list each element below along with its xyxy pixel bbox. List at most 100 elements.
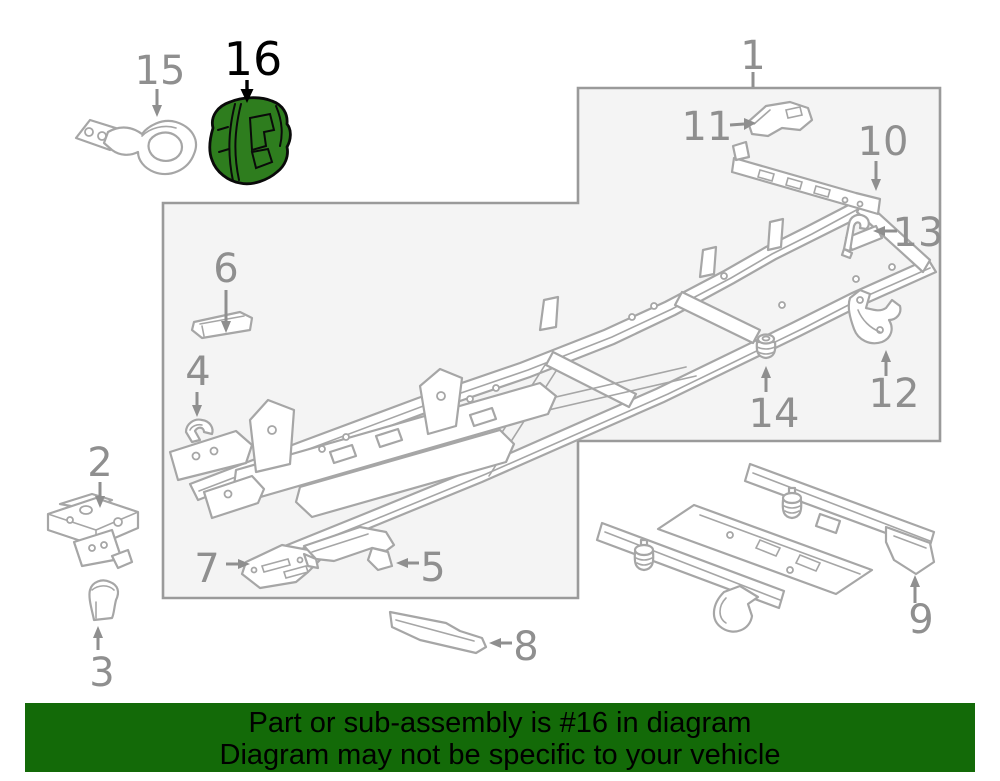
part-9-mount xyxy=(814,512,842,535)
part-7-plate xyxy=(240,543,322,590)
part-16-highlighted xyxy=(208,96,292,186)
part-7-hole xyxy=(296,556,304,564)
part-10-flag xyxy=(731,140,751,162)
part-16-detail xyxy=(217,126,230,153)
callout-12: 12 xyxy=(869,371,920,417)
arrow-to-part-7 xyxy=(226,559,250,569)
part-16-detail xyxy=(275,105,283,147)
frame-hole xyxy=(223,489,233,499)
part-9-bushing xyxy=(781,498,803,520)
callout-1: 1 xyxy=(740,33,765,79)
frame-bracket xyxy=(328,443,358,465)
banner-line-1: Part or sub-assembly is #16 in diagram xyxy=(249,707,752,739)
part-3-bump-stop xyxy=(88,579,120,622)
part-2-hole xyxy=(113,517,123,527)
part-2-hole xyxy=(79,505,93,515)
part-8-detail xyxy=(395,619,475,642)
arrow-to-part-6 xyxy=(221,290,231,333)
callout-7: 7 xyxy=(194,546,219,592)
part-2-hole xyxy=(66,516,74,524)
callout-6: 6 xyxy=(213,246,238,292)
frame-tab xyxy=(538,295,560,332)
part-15-hole xyxy=(84,127,94,137)
frame-hole xyxy=(778,301,786,309)
arrow-to-part-15 xyxy=(152,89,162,117)
arrow-to-part-2 xyxy=(95,482,105,508)
part-4-body xyxy=(184,418,214,444)
part-2-hole xyxy=(88,544,96,552)
frame-hole xyxy=(720,272,728,280)
callout-16: 16 xyxy=(224,32,283,86)
arrow-to-part-8 xyxy=(489,638,512,648)
highlight-banner: Part or sub-assembly is #16 in diagram D… xyxy=(25,703,975,772)
part-6-body xyxy=(190,310,254,340)
part-5-foot xyxy=(366,546,394,572)
part-13-foot xyxy=(840,247,854,260)
frame-tab xyxy=(766,217,785,252)
part-2-hole xyxy=(100,541,108,549)
callout-9: 9 xyxy=(908,597,933,643)
frame-hole xyxy=(342,433,350,441)
part-6-detail xyxy=(199,315,245,337)
part-5-channel xyxy=(302,525,396,572)
part-9-slot xyxy=(754,538,782,558)
part-9-ridge xyxy=(783,505,801,514)
part-8-body xyxy=(388,610,488,655)
part-9-end-bracket xyxy=(884,525,936,576)
part-6-sill xyxy=(190,310,254,340)
part-7-slot xyxy=(260,558,292,573)
part-9-hook xyxy=(712,584,760,633)
callout-4: 4 xyxy=(185,349,210,395)
part-2-foot xyxy=(110,548,134,570)
part-10-slot xyxy=(813,185,831,198)
part-10-hole xyxy=(841,196,849,204)
arrow-to-part-12 xyxy=(881,350,891,376)
callout-10: 10 xyxy=(858,119,909,165)
part-4-clamp xyxy=(184,418,214,444)
arrow-to-part-14 xyxy=(761,366,771,392)
frame-hole xyxy=(436,391,446,401)
frame-front-lower-beam xyxy=(294,428,516,519)
frame-hole xyxy=(628,313,636,321)
arrow-to-part-16 xyxy=(240,80,254,103)
arrow-to-part-11 xyxy=(729,118,756,130)
arrow-to-part-13 xyxy=(873,226,897,236)
callout-15: 15 xyxy=(135,48,186,94)
callout-8: 8 xyxy=(513,624,538,670)
arrow-to-part-9 xyxy=(910,575,920,603)
banner-background xyxy=(25,703,975,772)
callout-14: 14 xyxy=(749,391,800,437)
part-12-detail xyxy=(857,309,881,333)
part-2-bracket xyxy=(46,492,140,570)
part-10-slot xyxy=(785,177,803,190)
part-10-slot xyxy=(757,169,775,182)
frame-bracket xyxy=(374,427,404,449)
part-14-body-mount-bushing xyxy=(755,333,777,360)
part-9-ridge xyxy=(635,557,653,566)
callout-2: 2 xyxy=(87,440,112,486)
part-11-bracket xyxy=(746,100,814,138)
part-9-bushing xyxy=(633,550,655,572)
frame-tower xyxy=(248,398,296,474)
part-9-detail xyxy=(604,531,781,601)
part-11-body xyxy=(746,100,814,138)
part-9-bushing-top xyxy=(633,543,655,557)
part-9-bushing-top xyxy=(781,491,803,505)
callout-13: 13 xyxy=(893,210,944,256)
part-16-detail xyxy=(250,147,274,170)
frame-hole xyxy=(466,395,474,403)
callout-3: 3 xyxy=(89,650,114,696)
part-10-crossmember xyxy=(730,140,882,216)
part-9-deck xyxy=(656,503,874,596)
part-3-detail xyxy=(91,585,115,619)
frame-crossmember xyxy=(544,350,638,409)
arrow-to-part-5 xyxy=(396,558,419,568)
part-9-detail xyxy=(893,535,927,549)
part-16-detail xyxy=(228,103,236,182)
frame-hole xyxy=(318,445,326,453)
part-15-strap-bracket xyxy=(74,118,198,176)
frame-hole xyxy=(267,425,277,435)
arrow-to-part-3 xyxy=(93,626,103,650)
part-7-slot xyxy=(282,565,310,579)
